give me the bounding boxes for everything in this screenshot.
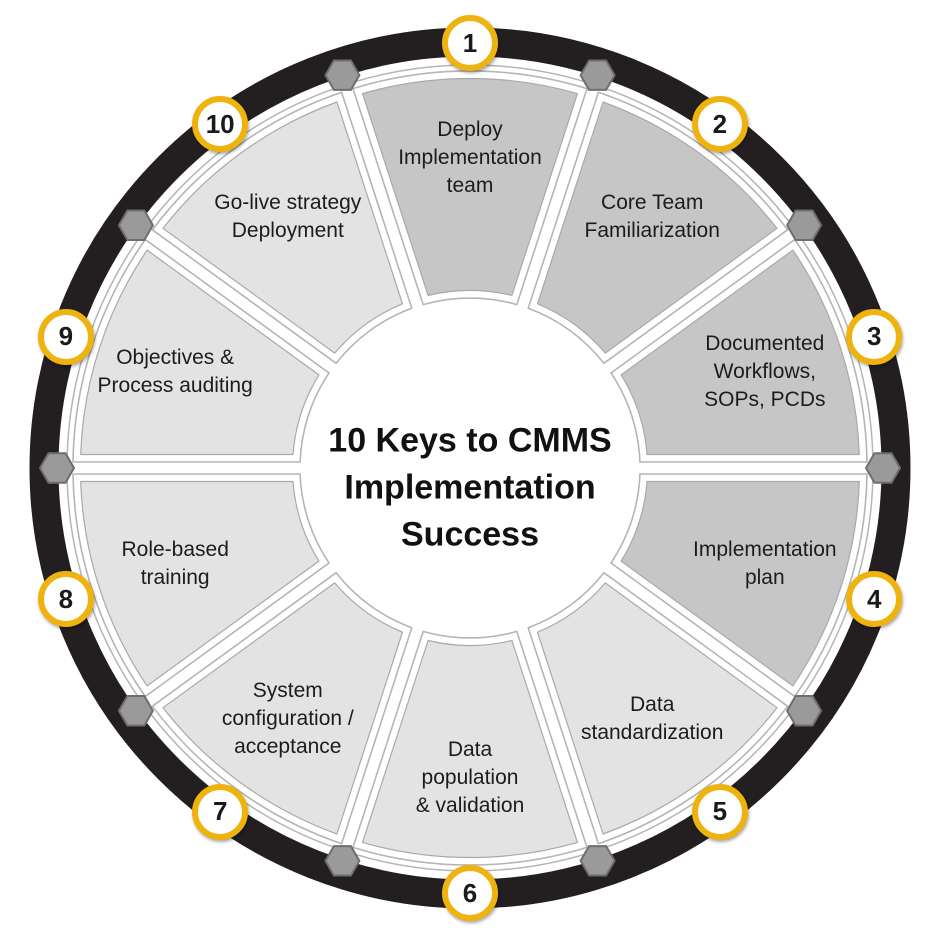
segment-label-line: Workflows,: [713, 360, 816, 384]
segment-fill-9: [80, 249, 320, 456]
segment-label-line: SOPs, PCDs: [704, 388, 826, 412]
hexagon-icon: [324, 59, 361, 91]
segment-label-line: configuration /: [221, 706, 354, 730]
segment-label-line: training: [140, 565, 210, 589]
hexagon-icon: [785, 209, 823, 241]
segment-label-line: Data: [447, 738, 493, 761]
segment-fill-3: [620, 249, 860, 456]
number-badge-7: 7: [192, 783, 249, 840]
hexagon-icon: [864, 452, 902, 484]
segment-label-5: Data standardization: [581, 691, 723, 747]
number-badge-5: 5: [691, 783, 748, 840]
number-badge-1: 1: [442, 15, 498, 71]
hexagon-icon: [117, 209, 155, 241]
center-title: 10 Keys to CMMS Implementation Success: [328, 418, 611, 559]
segment-fill-2: [536, 101, 778, 354]
number-badge-10: 10: [192, 96, 249, 153]
hexagon-icon: [579, 59, 616, 91]
segment-fill-8: [80, 480, 320, 687]
segment-label-line: Familiarization: [584, 219, 720, 243]
segment-fill-6: [361, 639, 579, 859]
segment-label-4: Implementation plan: [693, 536, 837, 592]
segment-fill-5: [536, 582, 778, 835]
segment-label-line: Implementation: [693, 537, 837, 561]
segment-label-line: plan: [744, 565, 785, 589]
segment-label-line: Deployment: [231, 219, 344, 243]
number-badge-3: 3: [846, 308, 903, 365]
segment-label-line: & validation: [415, 794, 525, 817]
segment-fill-10: [162, 101, 404, 354]
segment-fill-1: [361, 77, 579, 297]
segment-label-line: Go-live strategy: [214, 191, 362, 215]
segment-label-line: Core Team: [601, 191, 704, 215]
segment-label-line: Role-based: [121, 537, 229, 561]
segment-label-line: Implementation: [398, 146, 542, 169]
hexagon-icon: [38, 452, 76, 484]
hexagon-icon: [117, 695, 155, 727]
segment-label-line: standardization: [580, 720, 724, 744]
center-title-line: Success: [401, 515, 539, 554]
segment-label-line: team: [446, 174, 494, 197]
center-title-line: Implementation: [344, 468, 596, 507]
number-badge-4: 4: [846, 571, 903, 628]
hexagon-icon: [324, 845, 361, 877]
number-badge-9: 9: [37, 308, 94, 365]
number-badge-6: 6: [442, 865, 498, 921]
segment-label-7: System configuration / acceptance: [222, 677, 354, 761]
segment-label-line: Process auditing: [97, 374, 253, 398]
segment-label-6: Data population & validation: [416, 736, 525, 820]
hexagon-icon: [785, 695, 823, 727]
segment-label-line: population: [421, 766, 519, 789]
segment-label-line: acceptance: [234, 734, 342, 758]
number-badge-8: 8: [37, 571, 94, 628]
segment-label-line: Objectives &: [116, 346, 235, 370]
segment-label-8: Role-based training: [121, 536, 228, 592]
segment-fill-7: [162, 582, 404, 835]
segment-label-line: Data: [630, 692, 675, 716]
segment-label-line: Documented: [705, 332, 825, 356]
segment-label-line: System: [252, 678, 323, 702]
number-badge-2: 2: [691, 96, 748, 153]
segment-label-9: Objectives & Process auditing: [98, 344, 253, 400]
segment-label-line: Deploy: [437, 118, 503, 141]
center-title-line: 10 Keys to CMMS: [328, 421, 612, 460]
segment-fill-4: [620, 480, 860, 687]
hexagon-icon: [579, 845, 616, 877]
